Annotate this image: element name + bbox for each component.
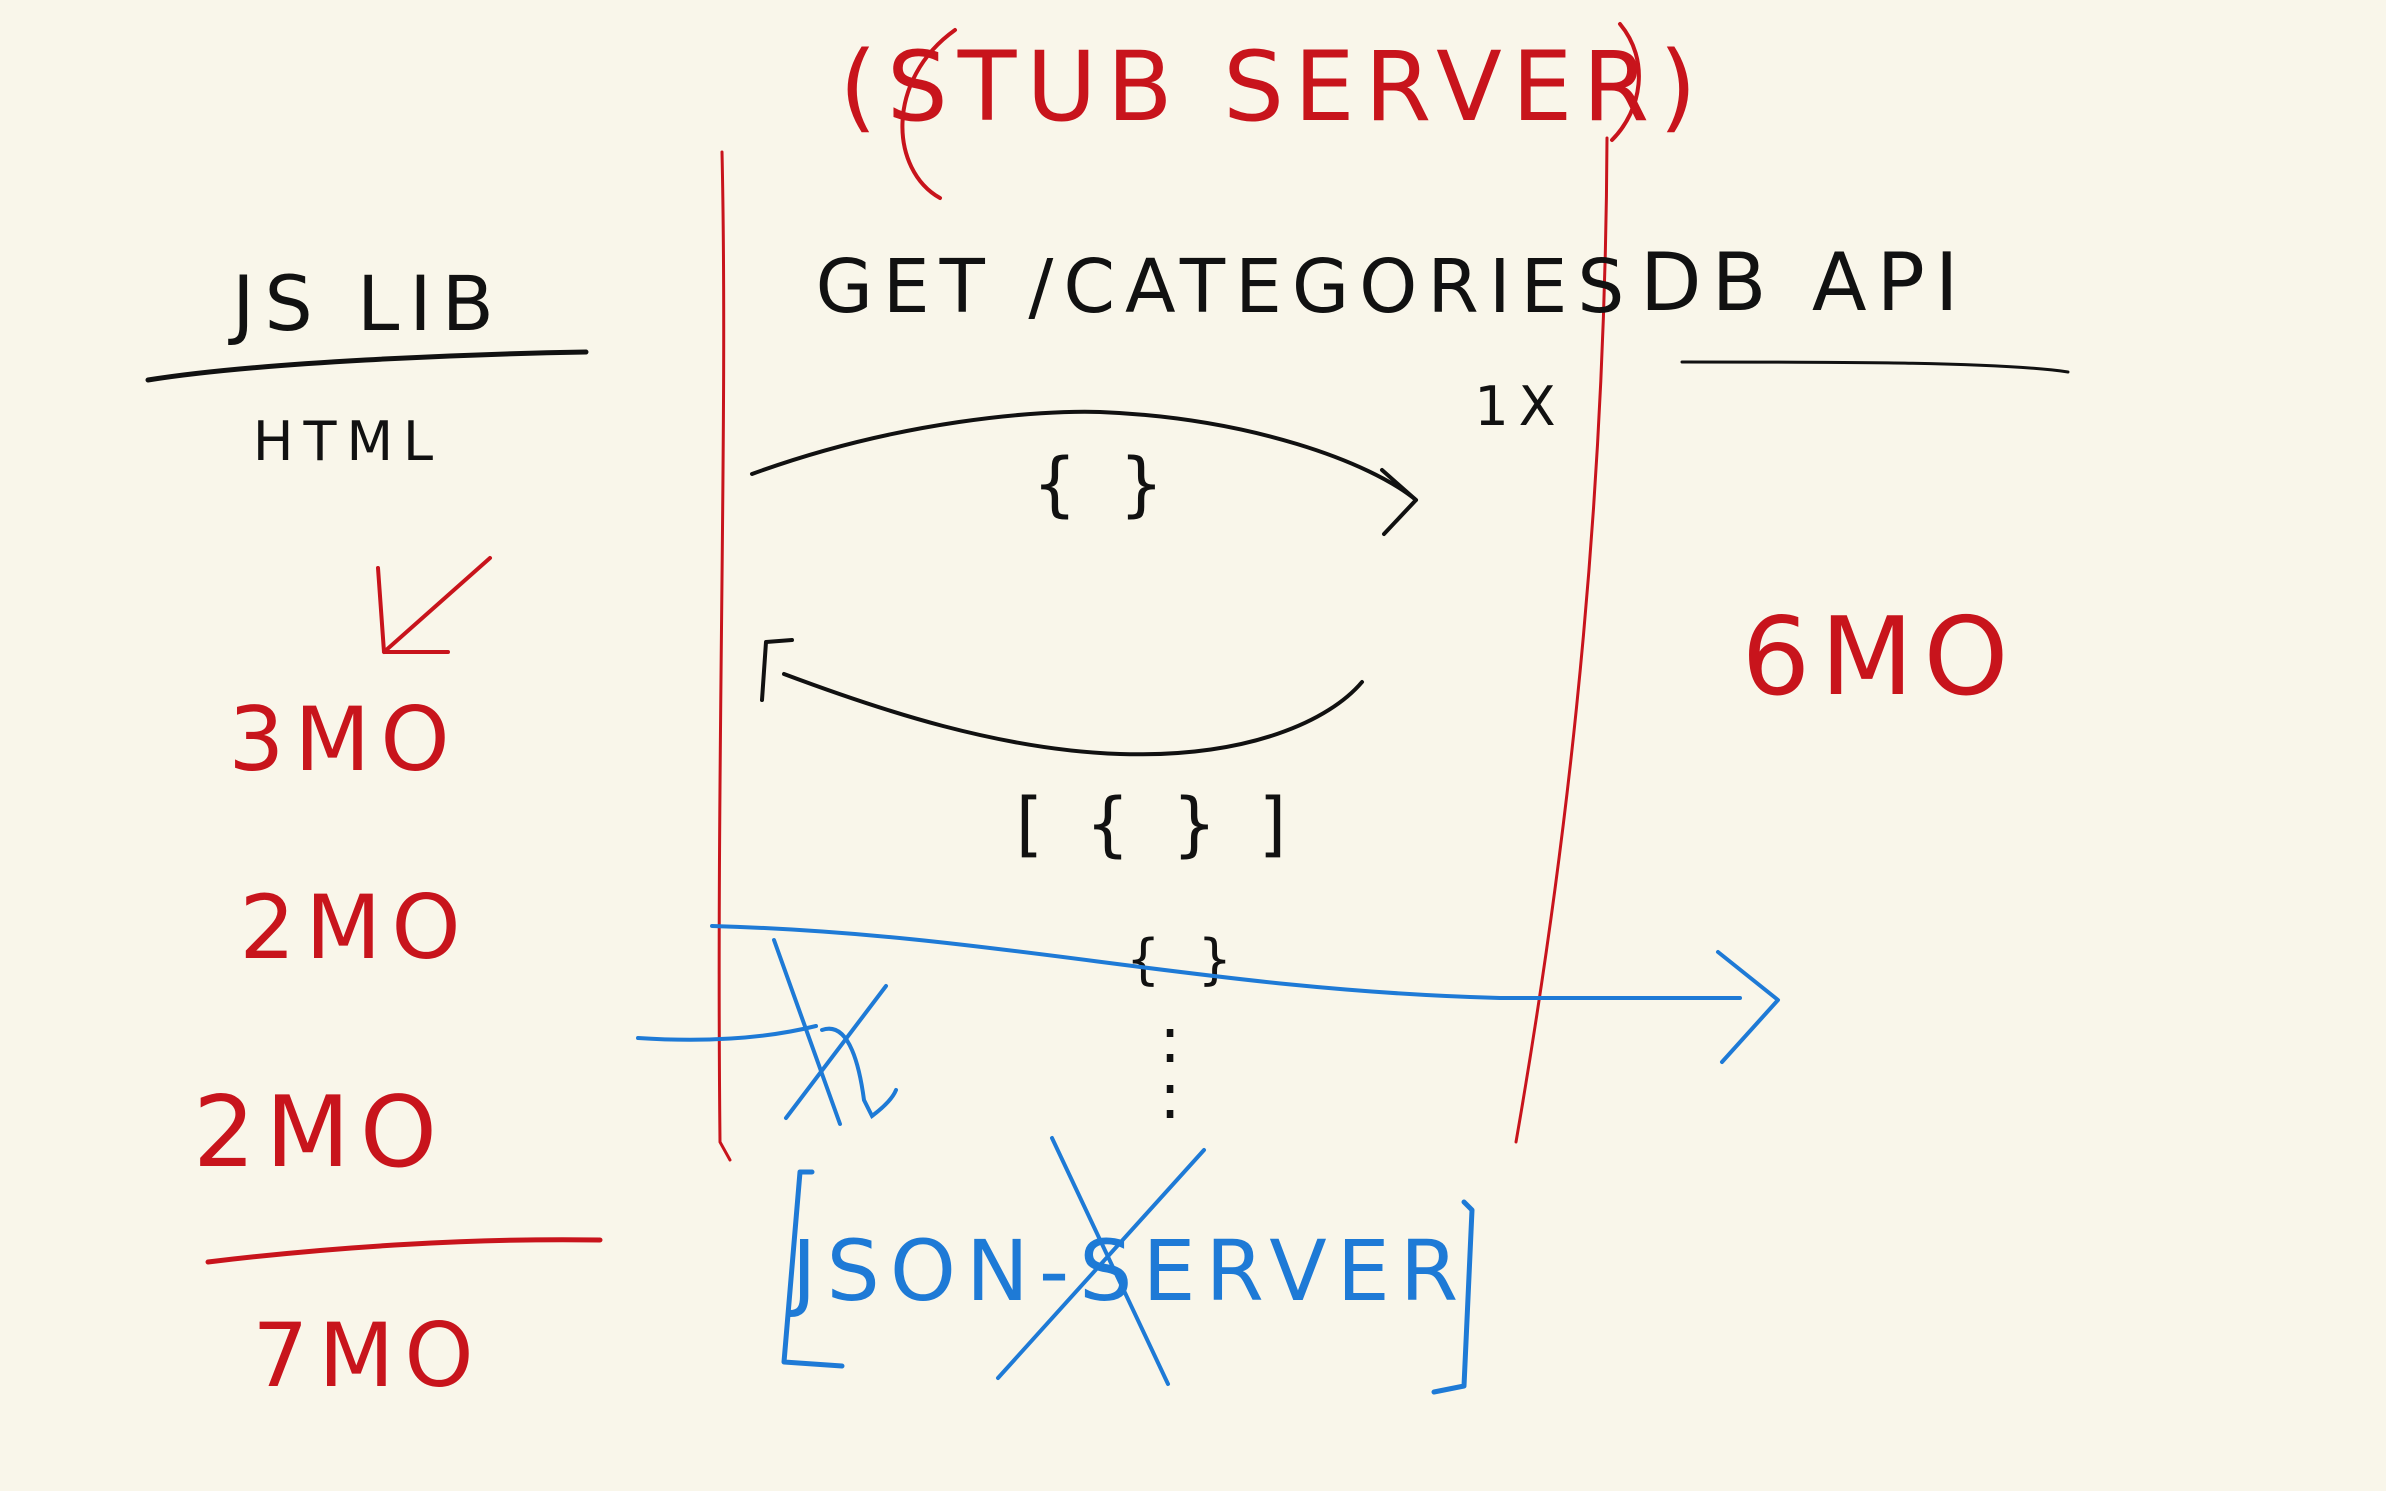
- js-lib-underline: [145, 349, 589, 383]
- json-server-cross-a: [1050, 1136, 1170, 1386]
- stub-server-title: (STUB SERVER): [839, 31, 1706, 143]
- scribble-cross-a: [772, 938, 842, 1126]
- server-boundary-right: [1514, 136, 1609, 1144]
- ellipsis-dots: :: [1159, 1004, 1181, 1078]
- total-underline: [205, 1237, 603, 1265]
- close-paren-stub: [1610, 22, 1641, 142]
- estimate-2mo-a: 2MO: [239, 876, 470, 979]
- db-api-underline: [1680, 360, 2070, 374]
- estimate-total-7mo: 7MO: [252, 1304, 483, 1407]
- stream-arrow: [710, 924, 1742, 1000]
- ellipsis-dots-lower: :: [1159, 1060, 1181, 1134]
- response-arrow: [782, 672, 1364, 757]
- estimate-2mo-b: 2MO: [193, 1076, 447, 1190]
- server-boundary-left: [717, 150, 732, 1162]
- response-body-label: [ { } ]: [1016, 783, 1296, 865]
- estimate-6mo: 6MO: [1742, 595, 2019, 720]
- one-x-label: 1X: [1474, 375, 1565, 438]
- open-paren-stub: [900, 28, 957, 200]
- json-server-cross-b: [996, 1148, 1206, 1380]
- crossed-scribble: [820, 1026, 898, 1120]
- js-lib-label: JS LIB: [228, 259, 504, 348]
- json-server-right-bracket: [1431, 1199, 1475, 1395]
- request-arrowhead: [1380, 468, 1418, 536]
- response-arrowhead: [760, 638, 794, 702]
- item-body-label: { }: [1126, 928, 1242, 991]
- down-left-arrow-icon: [376, 556, 492, 654]
- stream-arrowhead: [1716, 950, 1780, 1064]
- scribble-cross-b: [784, 984, 888, 1120]
- json-server-left-bracket: [781, 1169, 845, 1369]
- request-arrow: [750, 409, 1418, 502]
- db-api-label: DB API: [1640, 236, 1968, 329]
- get-categories-label: GET /CATEGORIES: [816, 244, 1635, 330]
- request-body-label: { }: [1032, 443, 1173, 525]
- estimate-3mo: 3MO: [228, 688, 459, 791]
- stream-input-line: [636, 1024, 818, 1042]
- html-label: HTML: [253, 410, 443, 473]
